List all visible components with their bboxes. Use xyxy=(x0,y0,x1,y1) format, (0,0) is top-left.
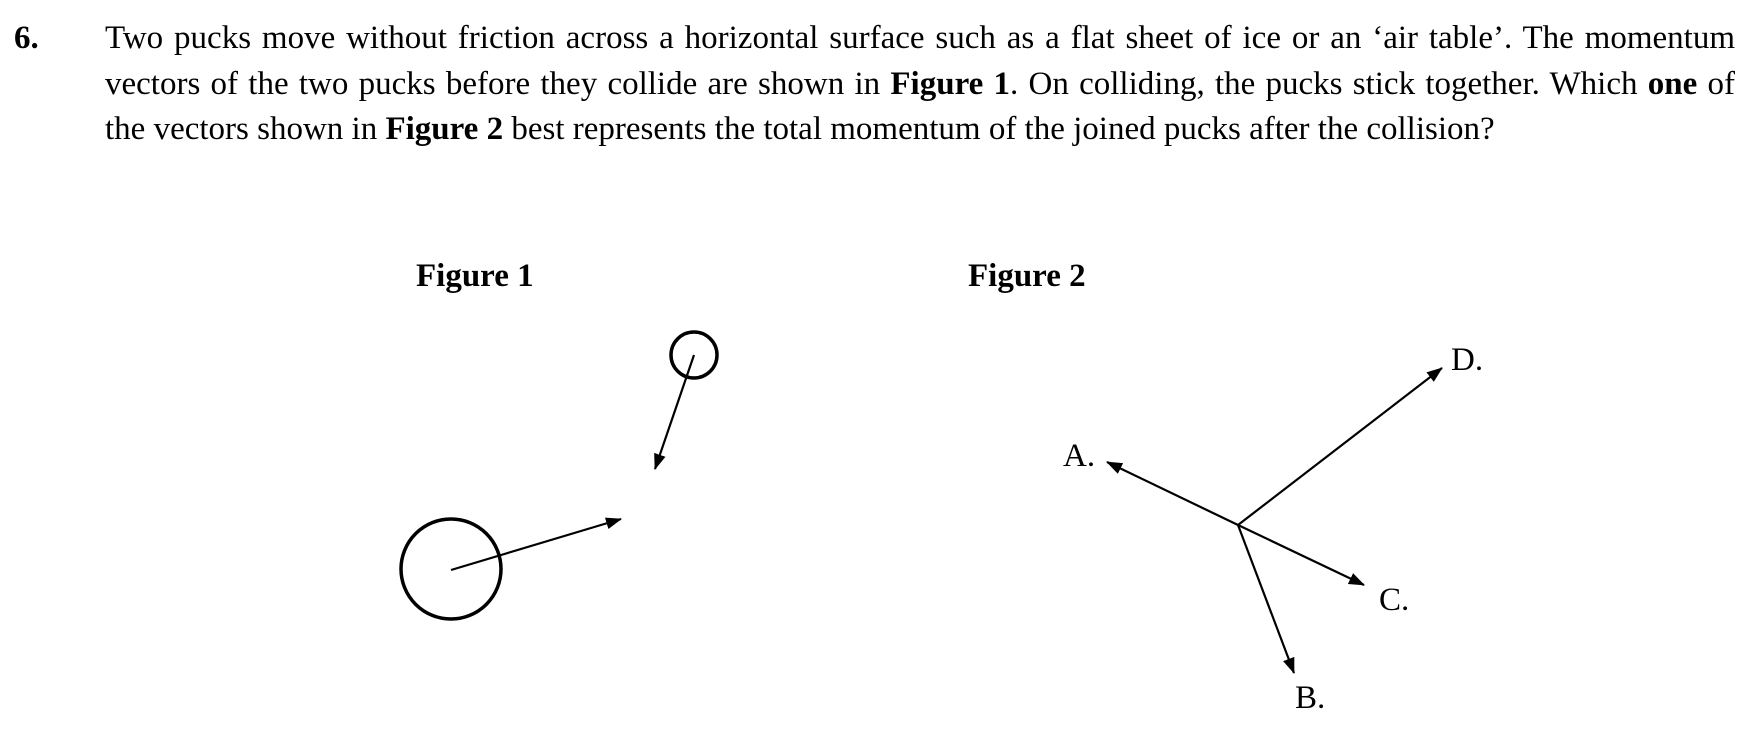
vector-d xyxy=(1237,367,1443,526)
small-puck xyxy=(669,330,719,380)
label-c: C. xyxy=(1379,582,1409,618)
question-text-bold-figure-1: Figure 1 xyxy=(890,65,1011,102)
vector-c xyxy=(1237,524,1365,586)
label-a: A. xyxy=(1063,438,1095,474)
question-text-part-3: of the vectors shown in xyxy=(105,65,1735,148)
small-puck-momentum-vector xyxy=(653,354,696,470)
figure-1-title: Figure 1 xyxy=(416,258,534,294)
figure-1-drawing xyxy=(399,330,719,621)
figure-2-drawing: A. B. C. D. xyxy=(1063,342,1483,716)
question-text-bold-one: one xyxy=(1647,65,1698,102)
large-puck-momentum-vector xyxy=(450,517,622,572)
label-b: B. xyxy=(1295,680,1325,716)
figure-2-title: Figure 2 xyxy=(968,258,1086,294)
question-text: Two pucks move without friction across a… xyxy=(105,16,1735,153)
question-number: 6. xyxy=(14,20,39,56)
vector-b xyxy=(1236,524,1296,674)
question-text-part-2: . On colliding, the pucks stick together… xyxy=(1010,65,1648,102)
label-d: D. xyxy=(1451,342,1483,378)
question-text-part-4: best represents the total momentum of th… xyxy=(503,111,1495,147)
question-text-bold-figure-2: Figure 2 xyxy=(385,111,504,147)
question-text-part-1: Two pucks move without friction across a… xyxy=(105,20,1735,102)
vector-a xyxy=(1106,461,1239,526)
large-puck xyxy=(399,517,503,621)
